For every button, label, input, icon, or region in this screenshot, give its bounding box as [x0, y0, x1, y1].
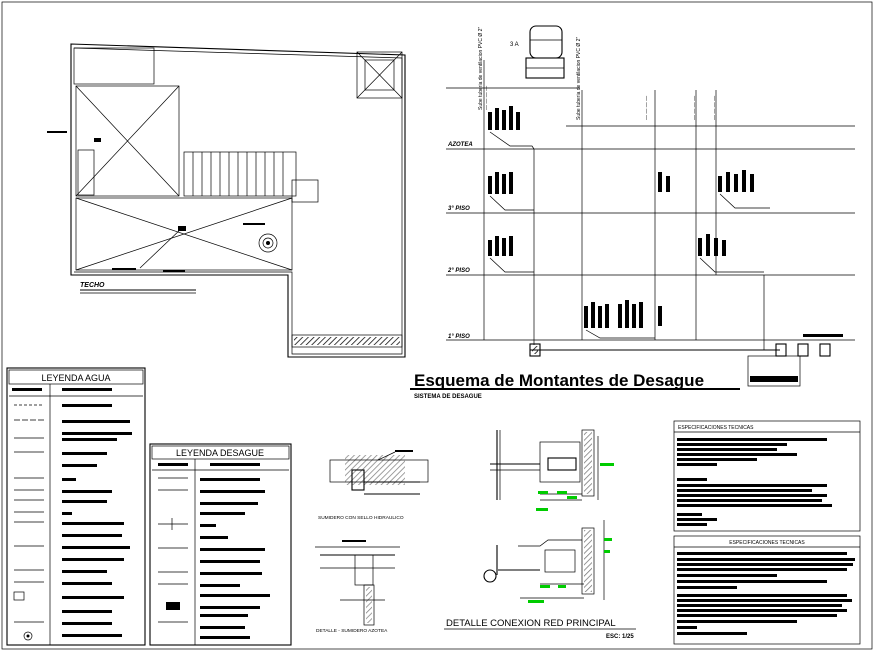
- detail-conexion: DETALLE CONEXION RED PRINCIPAL ESC: 1/25: [444, 429, 636, 640]
- inspection-box-3: [797, 343, 809, 357]
- detail-sumidero-sello-label: SUMIDERO CON SELLO HIDRAULICO: [318, 515, 404, 521]
- legend-drain-symbols: [158, 477, 188, 623]
- specs-title-1: ESPECIFICACIONES TECNICAS: [678, 425, 754, 431]
- detail-sumidero-sello: SUMIDERO CON SELLO HIDRAULICO: [318, 450, 429, 521]
- floor-label-2: 2° PISO: [447, 268, 470, 274]
- riser-diagram: AZOTEA 3° PISO 2° PISO 1° PISO Sube tube…: [446, 25, 855, 387]
- roof-drain-symbol: [258, 233, 278, 253]
- legend-drain-rows: [166, 478, 270, 639]
- vent-label-2: Sube tuberia de ventilacion PVC Ø 2": [576, 37, 582, 120]
- detail-scale: ESC: 1/25: [606, 634, 634, 640]
- legend-water-symbols: [13, 404, 44, 641]
- specs-text-2: [677, 552, 855, 635]
- staircase: [183, 151, 297, 197]
- vent-label-1: Sube tuberia de ventilacion PVC Ø 2": [478, 27, 484, 110]
- svg-text:— — — —: — — — —: [712, 96, 718, 120]
- floor-label-1: 1° PISO: [448, 334, 470, 340]
- legend-water: LEYENDA AGUA: [6, 367, 146, 646]
- specs-box-2: ESPECIFICACIONES TECNICAS: [673, 535, 861, 645]
- specs-text-1: [677, 438, 832, 526]
- specs-title-2: ESPECIFICACIONES TECNICAS: [729, 540, 805, 546]
- detail-sumidero-azotea-label: DETALLE - SUMIDERO AZOTEA: [316, 628, 388, 634]
- detail-conexion-label: DETALLE CONEXION RED PRINCIPAL: [446, 618, 616, 629]
- svg-text:— — — —: — — — —: [692, 96, 698, 120]
- legend-water-title: LEYENDA AGUA: [41, 373, 110, 383]
- tank-label: 3 A: [510, 42, 519, 48]
- dimension-marks: [528, 463, 614, 603]
- floor-label-azotea: AZOTEA: [447, 142, 473, 148]
- fixture-group-2a: [488, 236, 513, 256]
- fixture-group-1: [584, 300, 662, 328]
- specs-box-1: ESPECIFICACIONES TECNICAS: [673, 420, 861, 532]
- fixture-group-3a: [488, 172, 513, 194]
- floor-label-3: 3° PISO: [448, 206, 470, 212]
- legend-drain: LEYENDA DESAGUE: [149, 443, 292, 646]
- roof-plan-outline: [70, 43, 406, 358]
- plan-label: TECHO: [80, 282, 105, 289]
- water-tank: 3 A: [510, 25, 565, 79]
- legend-drain-title: LEYENDA DESAGUE: [176, 448, 264, 458]
- diagram-title: Esquema de Montantes de Desague: [414, 371, 704, 390]
- roof-plan: TECHO: [47, 43, 406, 358]
- fixture-group-azotea: [488, 106, 520, 130]
- inspection-box-1: [529, 343, 541, 357]
- detail-sumidero-azotea: DETALLE - SUMIDERO AZOTEA: [315, 540, 400, 634]
- legend-water-rows: [62, 404, 132, 637]
- svg-text:— — — —: — — — —: [484, 86, 490, 110]
- fixture-group-3b: [658, 170, 754, 192]
- inspection-box-4: [819, 343, 831, 357]
- diagram-subtitle: SISTEMA DE DESAGUE: [414, 394, 482, 400]
- svg-text:— — — —: — — — —: [644, 96, 650, 120]
- fixture-group-2b: [698, 234, 726, 256]
